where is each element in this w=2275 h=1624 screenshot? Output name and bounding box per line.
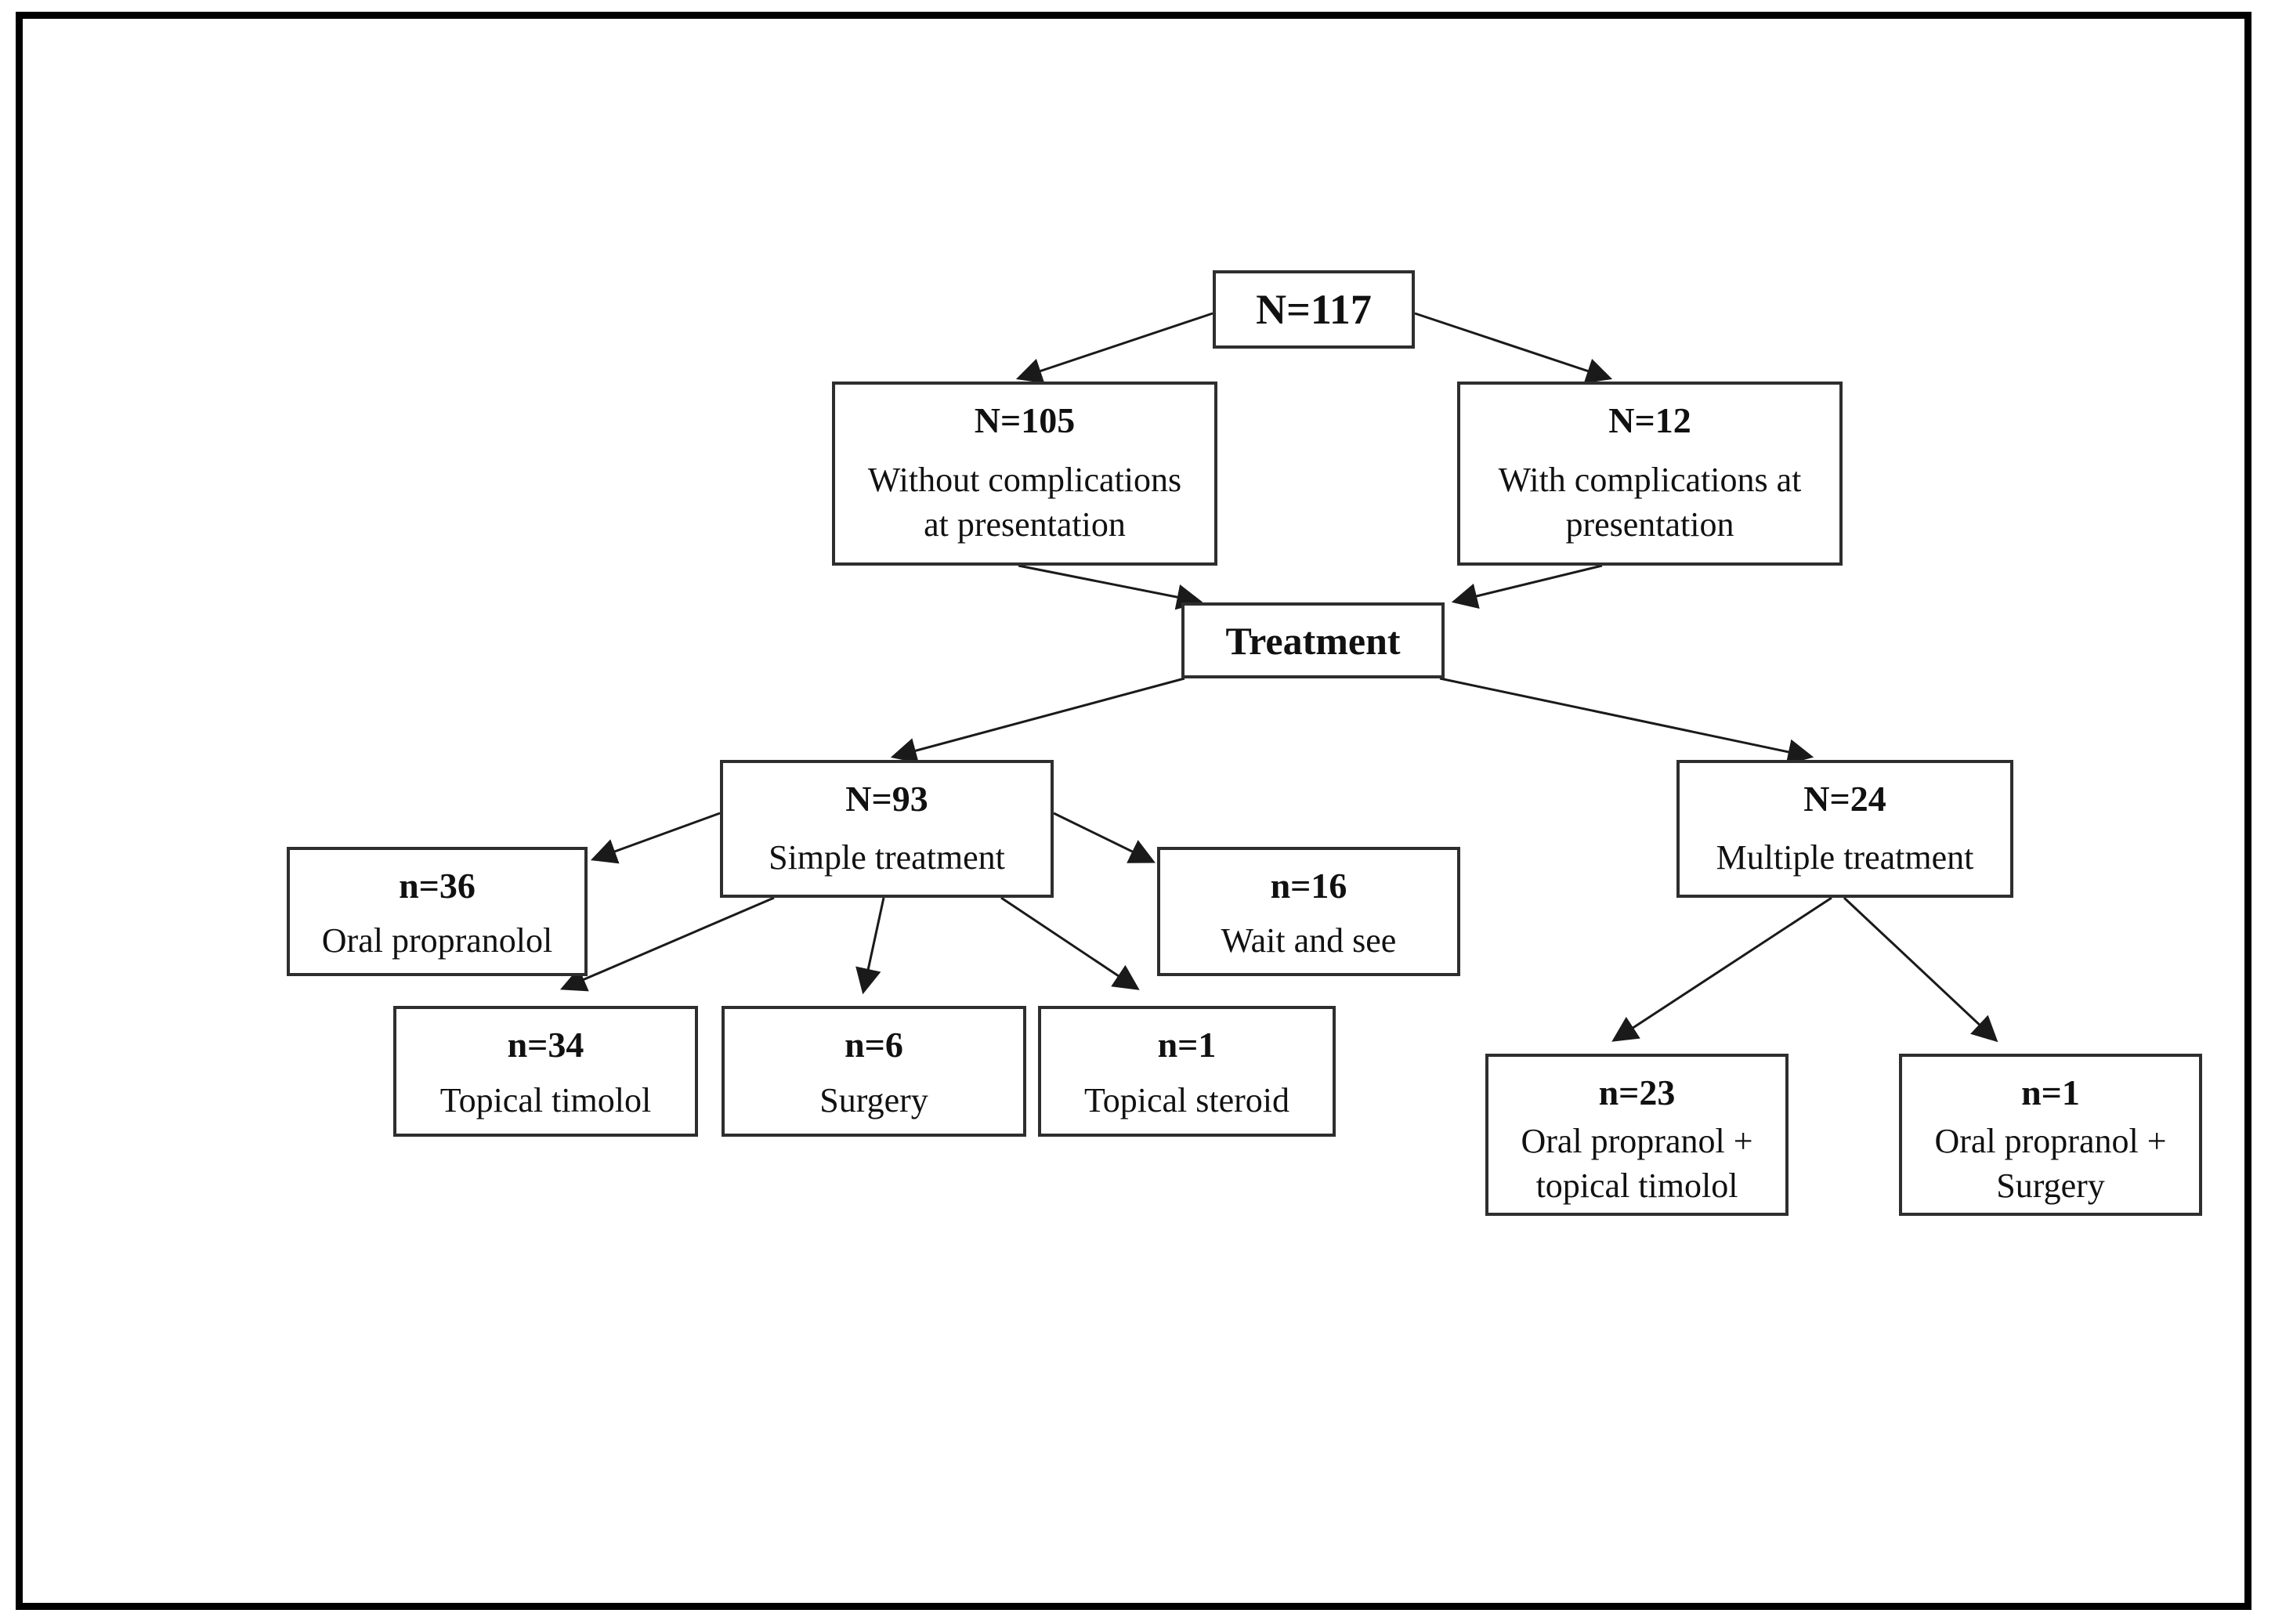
edge-simple-to-wait_and_see	[1053, 812, 1156, 863]
node-topical-steroid-count: n=1	[1157, 1025, 1217, 1065]
node-oral-propranol-surgery-label: Oral propranol + Surgery	[1934, 1121, 2167, 1206]
node-oral-propranol-surgery: n=1 Oral propranol + Surgery	[1899, 1054, 2202, 1216]
node-total-patients: N=117	[1213, 270, 1415, 349]
edge-no_complications-to-treatment	[1018, 564, 1203, 610]
node-treatment-count: Treatment	[1225, 618, 1401, 663]
node-surgery: n=6 Surgery	[722, 1006, 1026, 1137]
node-surgery-count: n=6	[845, 1025, 903, 1065]
node-simple-treatment-label: Simple treatment	[769, 838, 1005, 877]
edge-simple-to-oral_propranolol	[590, 812, 721, 864]
edge-simple-to-surgery	[855, 897, 885, 995]
node-topical-timolol: n=34 Topical timolol	[393, 1006, 698, 1137]
node-without-complications-count: N=105	[974, 400, 1076, 440]
edge-treatment-to-multiple	[1439, 677, 1814, 765]
node-with-complications: N=12 With complications at presentation	[1457, 382, 1843, 566]
node-without-complications: N=105 Without complications at presentat…	[832, 382, 1217, 566]
edge-treatment-to-simple	[890, 677, 1185, 764]
node-wait-and-see-count: n=16	[1270, 866, 1347, 906]
node-oral-propranolol-label: Oral propranolol	[321, 921, 553, 960]
node-oral-propranolol: n=36 Oral propranolol	[287, 847, 588, 976]
node-oral-propranolol-count: n=36	[399, 866, 476, 906]
node-oral-propranol-surgery-count: n=1	[2021, 1072, 2080, 1112]
node-topical-timolol-label: Topical timolol	[439, 1080, 652, 1119]
node-oral-propranol-topical-timolol: n=23 Oral propranol + topical timolol	[1485, 1054, 1789, 1216]
edge-simple-to-topical_steroid	[1000, 896, 1140, 990]
edge-with_complications-to-treatment	[1451, 564, 1603, 609]
edge-multiple-to-oral_propranol_timolol	[1611, 896, 1832, 1042]
node-multiple-treatment-count: N=24	[1803, 779, 1886, 819]
node-topical-steroid: n=1 Topical steroid	[1038, 1006, 1336, 1137]
node-simple-treatment-count: N=93	[845, 779, 928, 819]
node-surgery-label: Surgery	[819, 1080, 928, 1119]
edge-root-to-with_complications	[1414, 312, 1613, 384]
node-treatment: Treatment	[1181, 602, 1445, 678]
node-with-complications-count: N=12	[1608, 400, 1691, 440]
node-topical-timolol-count: n=34	[507, 1025, 584, 1065]
node-wait-and-see-label: Wait and see	[1221, 921, 1397, 960]
edge-multiple-to-oral_propranol_surgery	[1843, 896, 1998, 1043]
node-without-complications-label: Without complications at presentation	[867, 460, 1182, 544]
node-multiple-treatment-label: Multiple treatment	[1716, 838, 1974, 877]
node-wait-and-see: n=16 Wait and see	[1157, 847, 1460, 976]
node-total-patients-count: N=117	[1256, 285, 1372, 333]
node-topical-steroid-label: Topical steroid	[1083, 1080, 1290, 1119]
node-oral-propranol-topical-timolol-label: Oral propranol + topical timolol	[1521, 1121, 1753, 1206]
edge-simple-to-topical_timolol	[559, 896, 775, 992]
edge-root-to-no_complications	[1015, 312, 1213, 384]
node-multiple-treatment: N=24 Multiple treatment	[1676, 760, 2013, 898]
node-simple-treatment: N=93 Simple treatment	[720, 760, 1054, 898]
node-oral-propranol-topical-timolol-count: n=23	[1598, 1072, 1676, 1112]
node-with-complications-label: With complications at presentation	[1498, 460, 1802, 544]
